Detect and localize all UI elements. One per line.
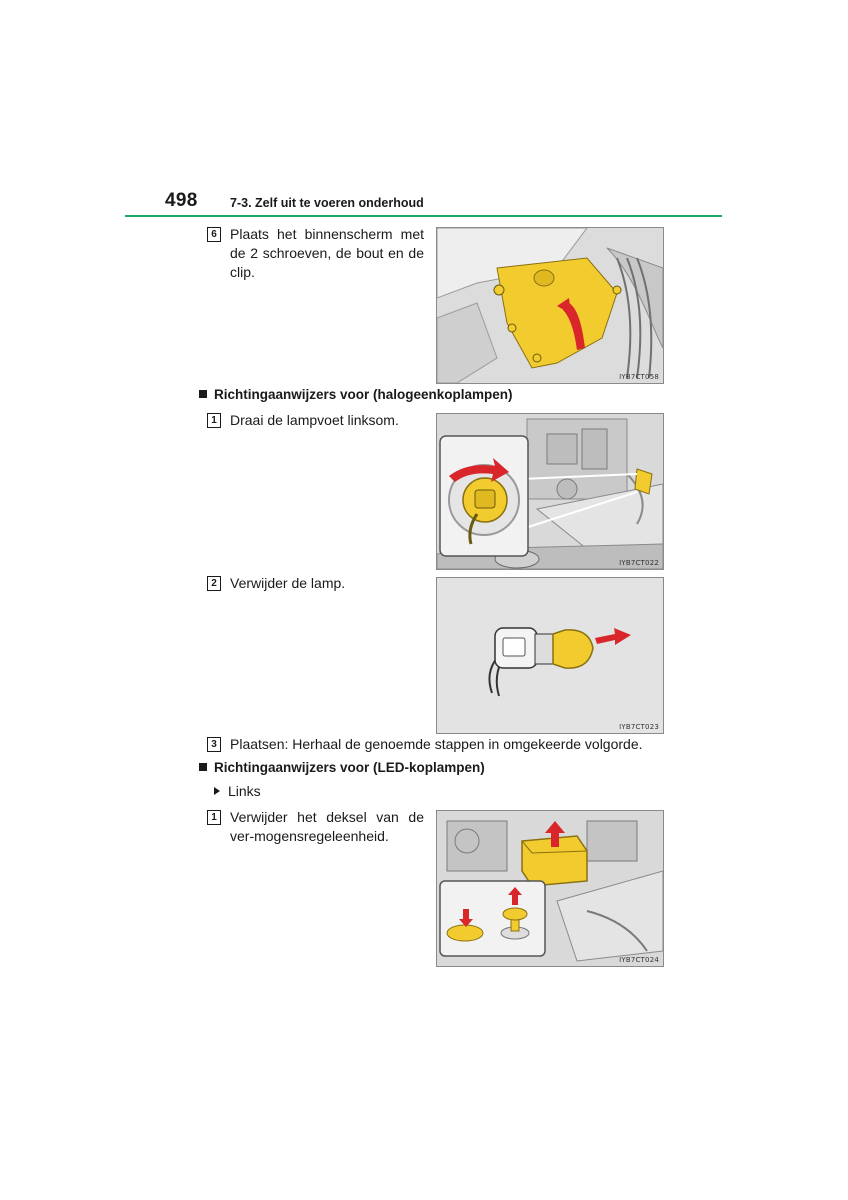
square-bullet-icon <box>199 390 207 398</box>
header-rule <box>125 215 722 217</box>
step-number-3: 3 <box>207 737 221 752</box>
triangle-bullet-icon <box>214 787 220 795</box>
inner-shield-illustration <box>437 228 663 383</box>
step-text-1-led: Verwijder het deksel van de ver-mogensre… <box>230 809 424 844</box>
power-unit-cover-illustration <box>437 811 663 966</box>
bullet-item-links-text: Links <box>228 783 261 799</box>
step-text-1: Draai de lampvoet linksom. <box>230 412 399 428</box>
section-heading-led-text: Richtingaanwijzers voor (LED-koplampen) <box>214 760 485 775</box>
step-number-1: 1 <box>207 413 221 428</box>
remove-bulb-illustration <box>437 578 663 733</box>
page-number: 498 <box>165 190 198 211</box>
step-number-1-led: 1 <box>207 810 221 825</box>
page-header: 498 7-3. Zelf uit te voeren onderhoud <box>125 190 722 218</box>
bullet-item-links: Links <box>214 783 261 799</box>
figure-code: IYB7CT023 <box>619 723 659 731</box>
figure-turn-socket: IYB7CT022 <box>436 413 664 570</box>
section-title: 7-3. Zelf uit te voeren onderhoud <box>230 196 424 210</box>
section-heading-halogen: Richtingaanwijzers voor (halogeenkoplamp… <box>199 387 513 402</box>
figure-code: IYB7CT022 <box>619 559 659 567</box>
step-text-2: Verwijder de lamp. <box>230 575 346 591</box>
figure-remove-bulb: IYB7CT023 <box>436 577 664 734</box>
section-heading-halogen-text: Richtingaanwijzers voor (halogeenkoplamp… <box>214 387 513 402</box>
figure-power-unit-cover: IYB7CT024 <box>436 810 664 967</box>
figure-inner-shield: IYB7CT058 <box>436 227 664 384</box>
figure-code: IYB7CT058 <box>619 373 659 381</box>
step-number-2: 2 <box>207 576 221 591</box>
square-bullet-icon <box>199 763 207 771</box>
section-heading-led: Richtingaanwijzers voor (LED-koplampen) <box>199 760 485 775</box>
turn-socket-illustration <box>437 414 663 569</box>
step-number-6: 6 <box>207 227 221 242</box>
figure-code: IYB7CT024 <box>619 956 659 964</box>
step-text-6: Plaats het binnenscherm met de 2 schroev… <box>230 226 424 280</box>
step-text-3: Plaatsen: Herhaal de genoemde stappen in… <box>230 736 643 752</box>
